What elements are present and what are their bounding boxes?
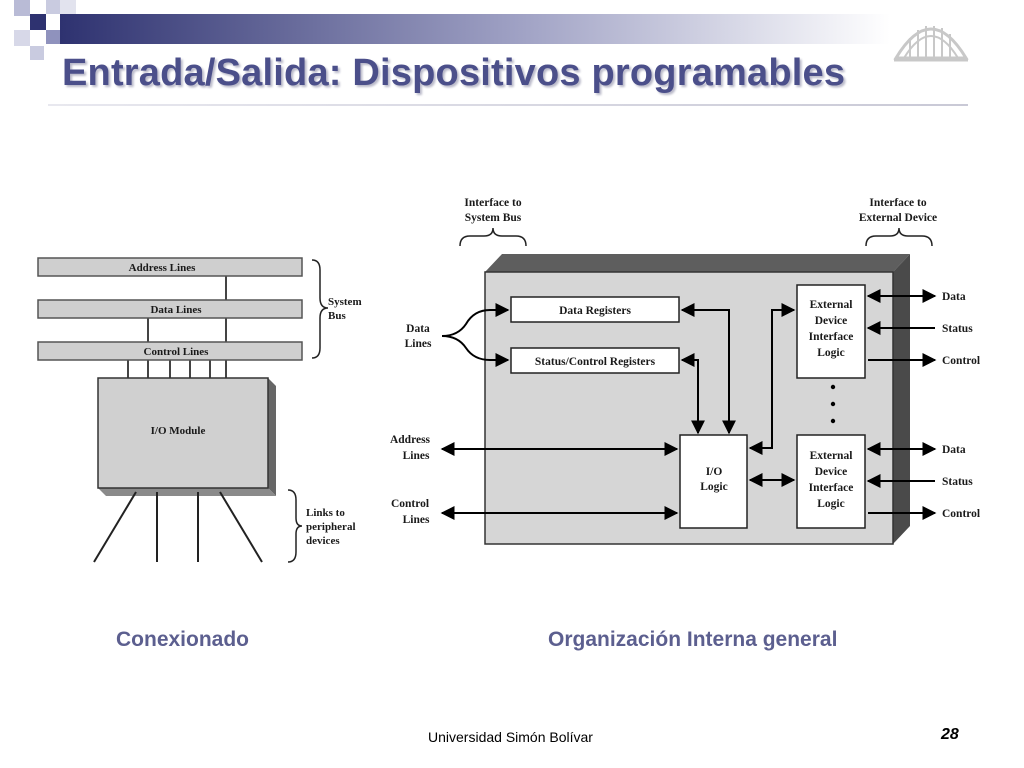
bus-connection-diagram: Address Lines Data Lines Control Lines S… (37, 257, 362, 563)
links-label-1: Links to (306, 507, 345, 519)
ellipsis-dots (830, 384, 836, 424)
external-interface-logic-box-top: External Device Interface Logic (796, 284, 866, 379)
control-lines-bar: Control Lines (37, 341, 303, 361)
io-logic-label-1: I/O (706, 466, 723, 478)
data-registers-box: Data Registers (510, 296, 680, 323)
ext-logic-bottom-label-2: Device (815, 466, 848, 478)
links-label-3: devices (306, 535, 340, 547)
right-caption: Organización Interna general (548, 628, 838, 651)
system-bus-label-2: Bus (328, 310, 346, 322)
ext-logic-bottom-label-4: Logic (817, 498, 844, 510)
ext-logic-top-label-1: External (810, 299, 853, 311)
system-bus-label-1: System (328, 296, 362, 308)
university-logo-icon (893, 26, 969, 62)
data-lines-label: Data Lines (150, 304, 202, 316)
links-label-2: peripheral (306, 521, 356, 533)
status-control-registers-box: Status/Control Registers (510, 347, 680, 374)
signal-data-top: Data (942, 291, 966, 303)
system-bus-brace (311, 259, 329, 359)
address-lines-label-2: Lines (403, 450, 430, 462)
signal-status-top: Status (942, 323, 973, 335)
ext-logic-bottom-label-3: Interface (809, 482, 854, 494)
io-module-internal-diagram: Interface to System Bus Interface to Ext… (390, 197, 980, 545)
interface-external-brace (865, 227, 933, 247)
signal-data-bottom: Data (942, 444, 966, 456)
external-interface-logic-box-bottom: External Device Interface Logic (796, 434, 866, 529)
ext-logic-top-label-4: Logic (817, 347, 844, 359)
address-lines-label: Address Lines (129, 262, 196, 274)
address-lines-bar: Address Lines (37, 257, 303, 277)
title-bar-decoration (14, 0, 890, 60)
links-brace (287, 489, 303, 563)
data-lines-bar: Data Lines (37, 299, 303, 319)
left-caption: Conexionado (116, 628, 250, 651)
address-lines-label-1: Address (390, 434, 431, 446)
title-divider (48, 104, 968, 106)
io-module-box: I/O Module (97, 377, 276, 496)
control-lines-label-2: Lines (403, 514, 430, 526)
interface-system-bus-label-1: Interface to (464, 197, 521, 209)
interface-external-label-1: Interface to (869, 197, 926, 209)
page-number: 28 (941, 726, 959, 743)
io-logic-box: I/O Logic (679, 434, 748, 529)
io-logic-label-2: Logic (700, 481, 727, 493)
footer-university: Universidad Simón Bolívar (428, 729, 593, 745)
ext-logic-top-label-2: Device (815, 315, 848, 327)
slide-title: Entrada/Salida: Dispositivos programable… (62, 52, 846, 94)
interface-external-label-2: External Device (859, 212, 937, 224)
data-lines-label-2: Lines (405, 338, 432, 350)
interface-system-bus-label-2: System Bus (465, 212, 522, 224)
signal-status-bottom: Status (942, 476, 973, 488)
data-lines-label-1: Data (406, 323, 430, 335)
ext-logic-bottom-label-1: External (810, 450, 853, 462)
control-lines-label-1: Control (391, 498, 429, 510)
io-module-label: I/O Module (151, 425, 206, 437)
ext-logic-top-label-3: Interface (809, 331, 854, 343)
status-control-registers-label: Status/Control Registers (535, 356, 656, 368)
control-lines-label: Control Lines (144, 346, 210, 358)
interface-system-bus-brace (459, 227, 527, 247)
signal-control-top: Control (942, 355, 980, 367)
peripheral-links (93, 491, 263, 563)
signal-control-bottom: Control (942, 508, 980, 520)
data-registers-label: Data Registers (559, 305, 631, 317)
